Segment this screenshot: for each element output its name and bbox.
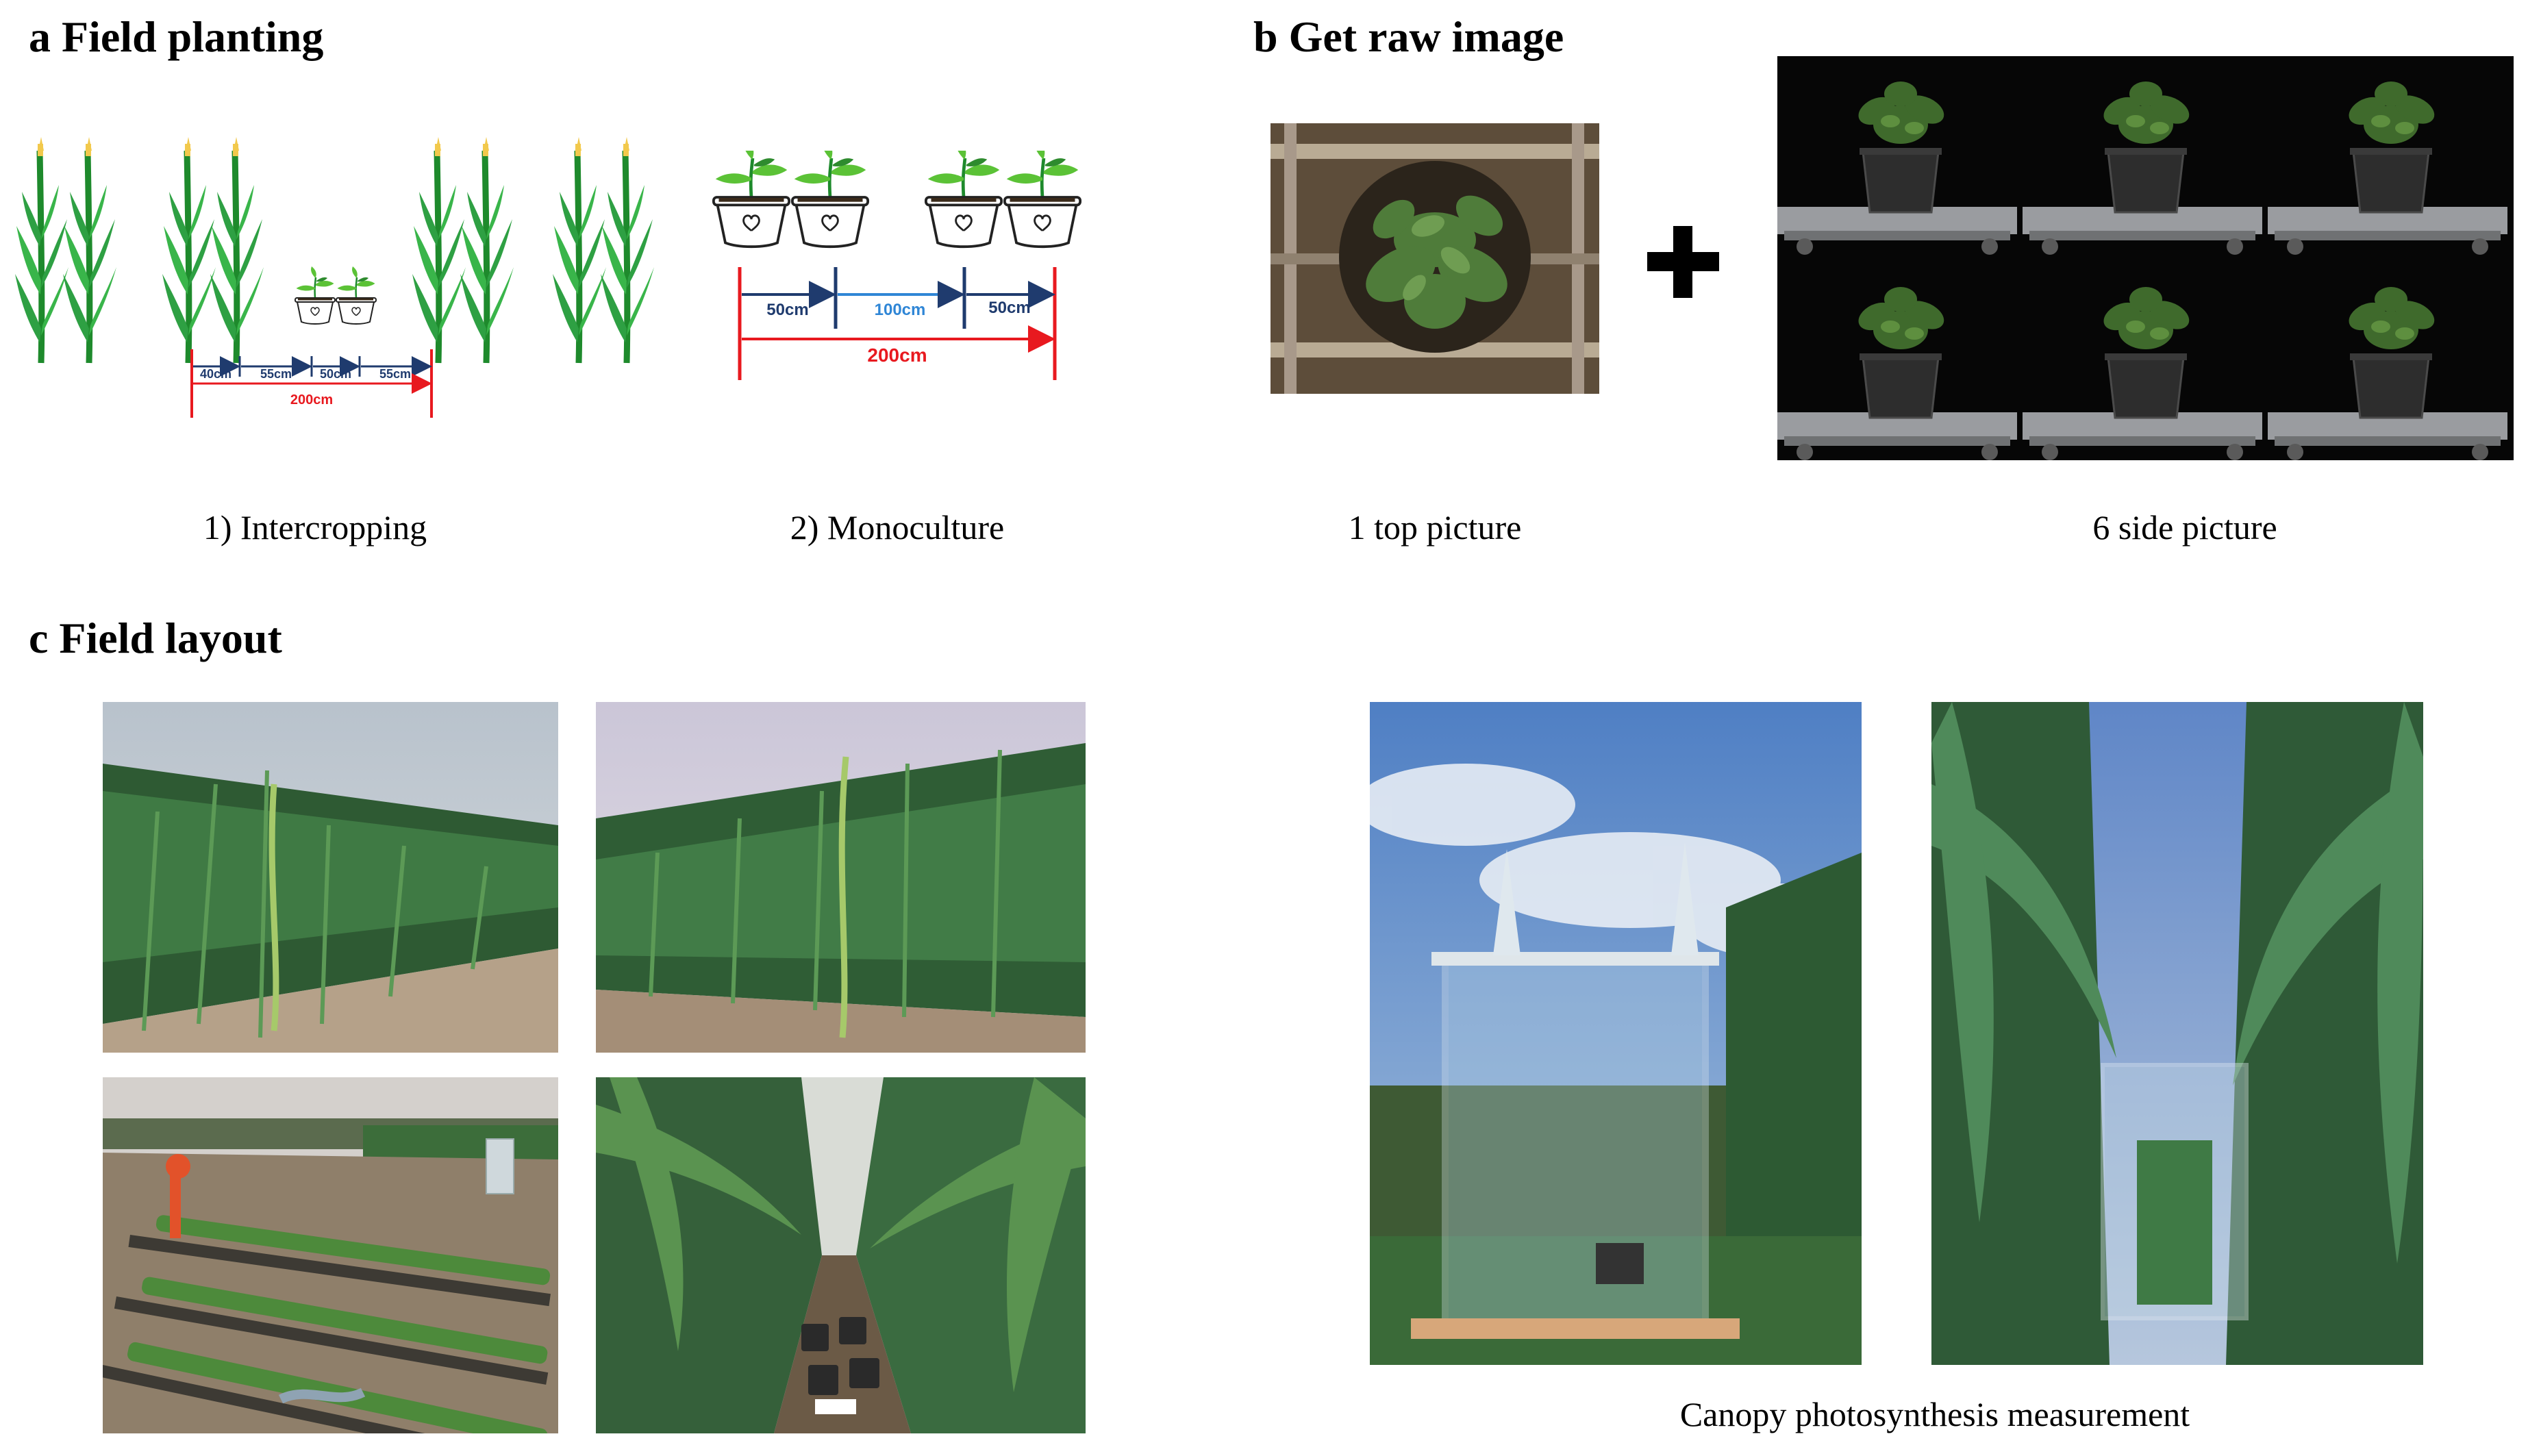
corn-plant-icon [412, 137, 466, 363]
monoculture-diagram: 50cm 100cm 50cm 200cm [705, 151, 1096, 380]
panel-c-title: c Field layout [29, 614, 282, 662]
soybean-pot-icon [926, 151, 1001, 247]
dim-label: 100cm [875, 301, 926, 319]
soybean-pot-icon [294, 265, 336, 325]
intercropping-diagram: 40cm 55cm 50cm 55cm 200cm [14, 137, 671, 418]
dim-label: 40cm [200, 367, 231, 381]
panel-b-title: b Get raw image [1253, 12, 1564, 61]
soybean-pot-icon [714, 151, 789, 247]
canopy-caption: Canopy photosynthesis measurement [1679, 1395, 2190, 1433]
top-picture-caption: 1 top picture [1348, 508, 1522, 547]
dim-label: 50cm [988, 299, 1030, 317]
intercropping-caption: 1) Intercropping [203, 508, 427, 547]
dim-label: 55cm [260, 367, 292, 381]
field-photo [103, 1077, 558, 1433]
dim-label: 50cm [320, 367, 351, 381]
soybean-pot-icon [335, 265, 377, 325]
total-dim-label: 200cm [290, 392, 333, 407]
corn-plant-icon [210, 137, 264, 363]
corn-plant-icon [553, 137, 606, 363]
field-photo [596, 702, 1086, 1053]
corn-plant-icon [460, 137, 514, 363]
total-dim-label: 200cm [867, 344, 927, 366]
corn-plant-icon [15, 137, 68, 363]
field-photo [596, 1077, 1086, 1433]
canopy-chamber-photo [1370, 702, 1862, 1365]
corn-plant-icon [63, 137, 116, 363]
canopy-chamber-photo [1931, 702, 2423, 1365]
corn-plant-icon [162, 137, 216, 363]
side-view-photos [1777, 56, 2514, 460]
panel-a-title: a Field planting [29, 12, 324, 61]
soybean-pot-icon [1005, 151, 1080, 247]
corn-plant-icon [601, 137, 654, 363]
plus-icon [1647, 226, 1719, 298]
side-picture-caption: 6 side picture [2092, 508, 2277, 547]
top-view-photo [1271, 123, 1599, 394]
soybean-pot-icon [792, 151, 868, 247]
field-photo [103, 702, 558, 1053]
dim-label: 55cm [379, 367, 411, 381]
monoculture-caption: 2) Monoculture [790, 508, 1005, 547]
dim-label: 50cm [766, 301, 808, 319]
